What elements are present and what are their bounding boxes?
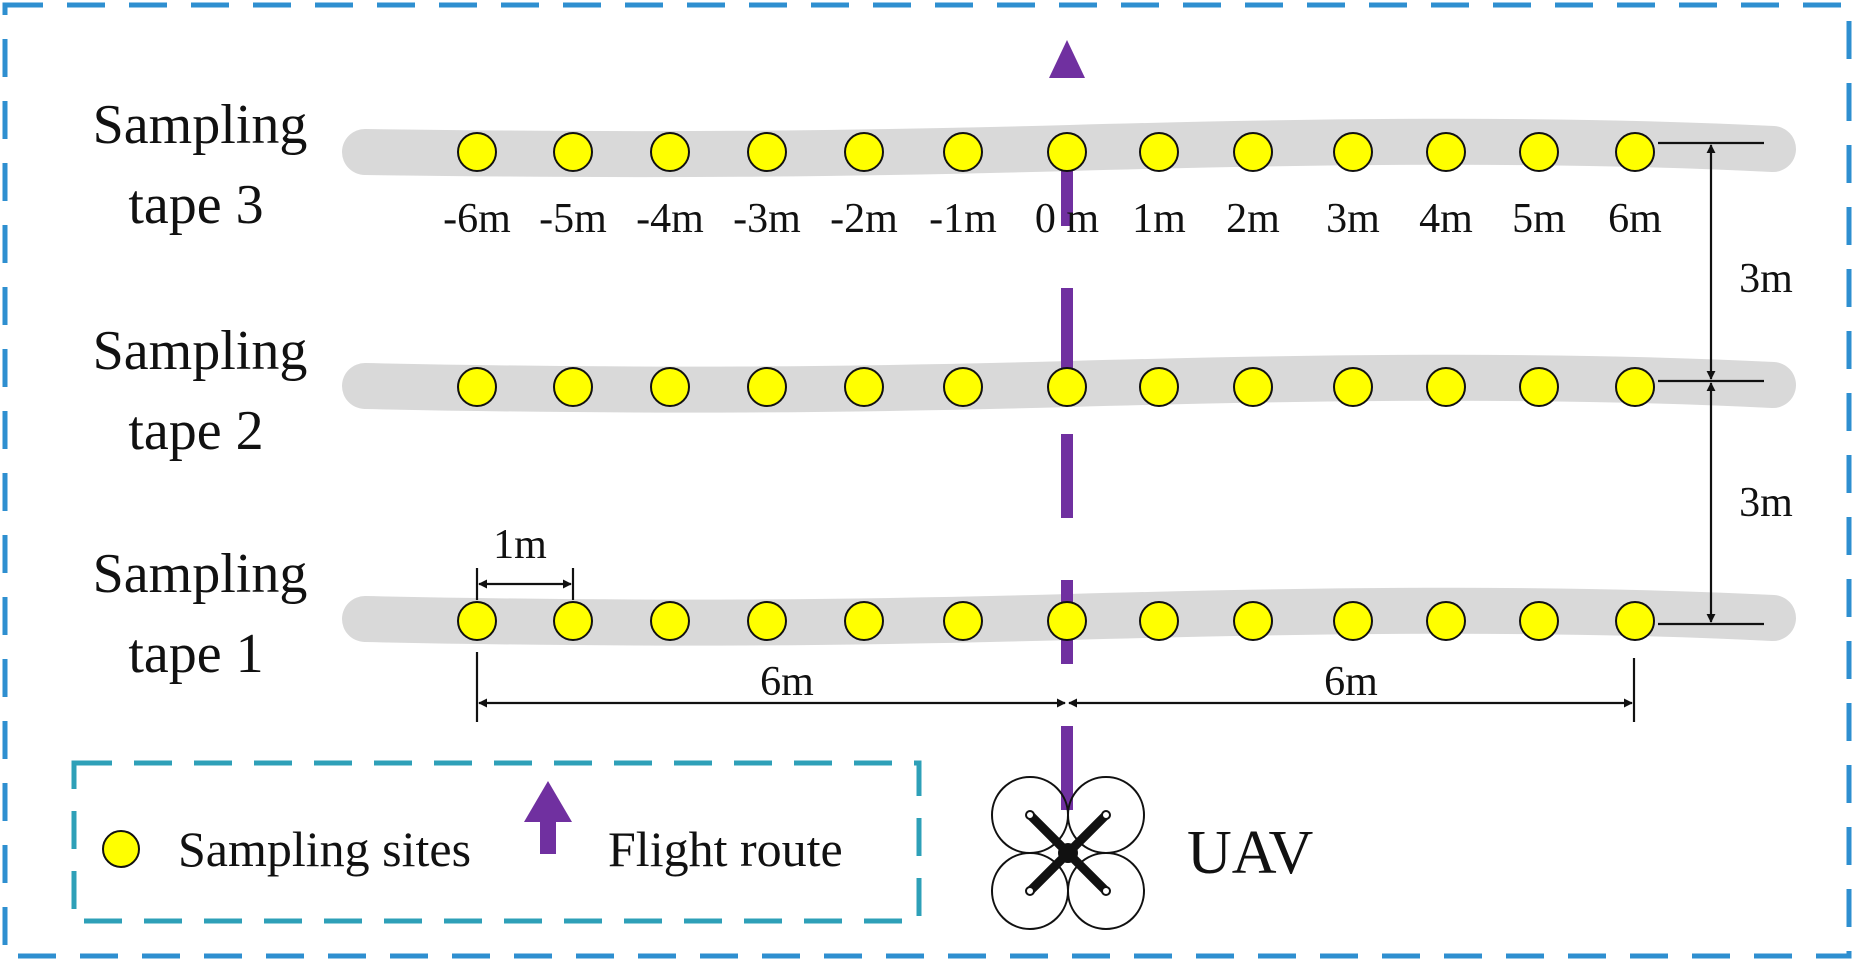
- tape-1-sampling-site-13: [1615, 601, 1655, 641]
- tape-2-sampling-site-1: [457, 367, 497, 407]
- distance-label: -6m: [443, 196, 511, 242]
- tape-3-label-line1: Sampling: [93, 94, 308, 156]
- tape-2-label-line1: Sampling: [93, 320, 308, 382]
- tape-1-sampling-site-7: [1047, 601, 1087, 641]
- flight-route-arrowhead: [1049, 40, 1085, 78]
- distance-label: 3m: [1326, 196, 1380, 242]
- tape-2-sampling-site-6: [943, 367, 983, 407]
- tape-2-sampling-site-5: [844, 367, 884, 407]
- tape-2-sampling-site-13: [1615, 367, 1655, 407]
- tape-1-sampling-site-6: [943, 601, 983, 641]
- tape-2-sampling-site-4: [747, 367, 787, 407]
- tape-3-sampling-site-10: [1333, 132, 1373, 172]
- distance-label: 5m: [1512, 196, 1566, 242]
- legend-route-symbol: [524, 781, 572, 854]
- distance-label: -4m: [636, 196, 704, 242]
- tape-2-sampling-site-9: [1233, 367, 1273, 407]
- tape-labels: Sampling tape 3 Sampling tape 2 Sampling…: [93, 94, 308, 685]
- tape-1-label-line2: tape 1: [128, 623, 263, 685]
- uav-icon: [991, 776, 1145, 930]
- tape-3-sampling-site-5: [844, 132, 884, 172]
- tape-2-sampling-site-10: [1333, 367, 1373, 407]
- tape-3-sampling-site-8: [1139, 132, 1179, 172]
- tape-3-sampling-site-7: [1047, 132, 1087, 172]
- tape-3-sampling-site-2: [553, 132, 593, 172]
- legend-site-symbol: [102, 830, 140, 868]
- tape-2-sampling-site-12: [1519, 367, 1559, 407]
- tape-3-sampling-site-3: [650, 132, 690, 172]
- tape-1-label-line1: Sampling: [93, 543, 308, 605]
- tape-1-sampling-site-10: [1333, 601, 1373, 641]
- uav-label: UAV: [1187, 819, 1314, 887]
- tape-1-sampling-site-12: [1519, 601, 1559, 641]
- distance-label: 4m: [1419, 196, 1473, 242]
- distance-label: -2m: [830, 196, 898, 242]
- lower-gap-label: 3m: [1739, 480, 1793, 526]
- tape-2-label-line2: tape 2: [128, 400, 263, 462]
- tape-1-sampling-site-11: [1426, 601, 1466, 641]
- distance-label: 6m: [1608, 196, 1662, 242]
- upper-gap-label: 3m: [1739, 256, 1793, 302]
- tape-1-sampling-site-4: [747, 601, 787, 641]
- distance-labels: -6m -5m -4m -3m -2m -1m 0 m 1m 2m 3m 4m 5m 6m: [443, 196, 1662, 242]
- tape-3-sampling-site-9: [1233, 132, 1273, 172]
- legend-frame: [71, 760, 922, 924]
- legend-sites-label: Sampling sites: [178, 821, 471, 877]
- tape-3-sampling-site-6: [943, 132, 983, 172]
- distance-label: -5m: [539, 196, 607, 242]
- distance-label: 2m: [1226, 196, 1280, 242]
- tape-2-sampling-site-2: [553, 367, 593, 407]
- tape-2-sampling-site-8: [1139, 367, 1179, 407]
- half-width-right-label: 6m: [1324, 659, 1378, 705]
- sampling-sites: [457, 132, 1655, 641]
- tape-1-sampling-site-2: [553, 601, 593, 641]
- tape-2-sampling-site-3: [650, 367, 690, 407]
- distance-label: -3m: [733, 196, 801, 242]
- distance-label: 1m: [1132, 196, 1186, 242]
- legend: Sampling sites Flight route: [71, 760, 922, 924]
- tape-3-sampling-site-4: [747, 132, 787, 172]
- site-spacing-label: 1m: [493, 522, 547, 568]
- tape-1-sampling-site-3: [650, 601, 690, 641]
- tape-1-sampling-site-5: [844, 601, 884, 641]
- tape-3-sampling-site-11: [1426, 132, 1466, 172]
- tape-3-sampling-site-12: [1519, 132, 1559, 172]
- legend-route-label: Flight route: [608, 821, 843, 877]
- tape-1-sampling-site-9: [1233, 601, 1273, 641]
- site-spacing-dimension: [475, 568, 575, 600]
- tape-1-sampling-site-1: [457, 601, 497, 641]
- distance-label: -1m: [929, 196, 997, 242]
- distance-label: 0 m: [1035, 196, 1100, 242]
- tape-3-sampling-site-1: [457, 132, 497, 172]
- half-width-left-label: 6m: [760, 659, 814, 705]
- half-width-dimension: [475, 652, 1636, 722]
- tape-3-label-line2: tape 3: [128, 174, 263, 236]
- tape-spacing-dimension: [1658, 141, 1764, 626]
- tape-2-sampling-site-7: [1047, 367, 1087, 407]
- flight-route: [1049, 40, 1085, 810]
- tape-2-sampling-site-11: [1426, 367, 1466, 407]
- tape-3-sampling-site-13: [1615, 132, 1655, 172]
- tape-1-sampling-site-8: [1139, 601, 1179, 641]
